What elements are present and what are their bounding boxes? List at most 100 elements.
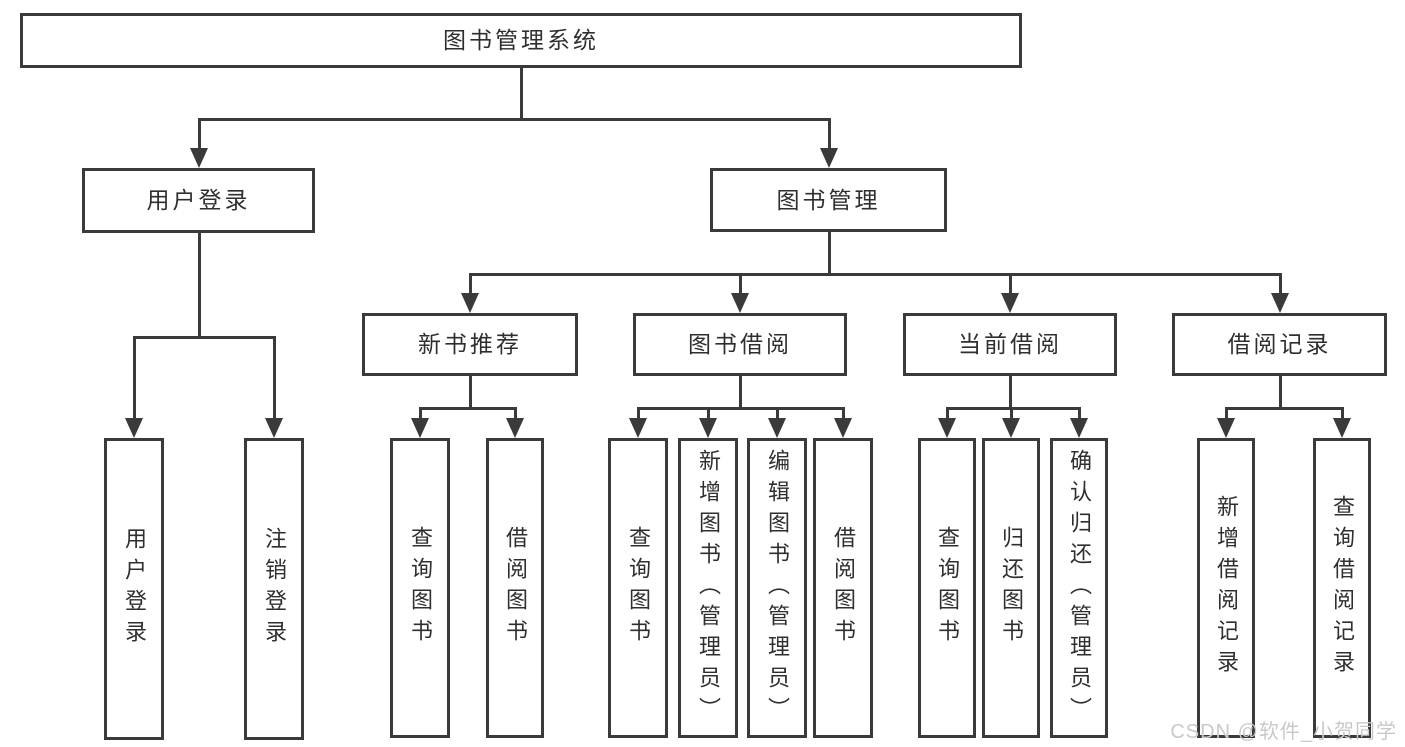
connector-line (198, 118, 523, 121)
connector-line (739, 407, 845, 410)
connector-line (637, 407, 640, 420)
arrowhead (834, 418, 852, 438)
connector-line (198, 118, 201, 150)
node-label-borrow-records: 借阅记录 (1227, 331, 1332, 357)
arrowhead (265, 418, 283, 438)
connector-line (469, 273, 831, 276)
node-borrow-records: 借阅记录 (1172, 313, 1387, 376)
node-label-leaf-add-record: 新增借阅记录 (1214, 495, 1239, 681)
connector-line (1009, 407, 1081, 410)
arrowhead (629, 418, 647, 438)
arrowhead (1271, 293, 1289, 313)
connector-line (842, 407, 845, 420)
connector-line (707, 407, 742, 410)
node-label-book-mgmt: 图书管理 (776, 186, 881, 213)
node-book-mgmt: 图书管理 (710, 168, 947, 232)
connector-line (739, 273, 742, 295)
arrowhead (1002, 418, 1020, 438)
connector-line (520, 67, 523, 119)
node-label-leaf-borrow-book-1: 借阅图书 (503, 526, 528, 650)
node-label-leaf-query-book-1: 查询图书 (408, 526, 433, 650)
arrowhead (820, 148, 838, 168)
node-leaf-logout: 注销登录 (244, 438, 304, 740)
connector-line (637, 407, 742, 410)
node-current-borrow: 当前借阅 (903, 313, 1117, 376)
connector-line (739, 375, 742, 408)
arrowhead (768, 418, 786, 438)
node-leaf-borrow-book-1: 借阅图书 (486, 438, 544, 738)
connector-line (828, 231, 831, 274)
connector-line (1225, 407, 1282, 410)
arrowhead (1001, 293, 1019, 313)
node-root: 图书管理系统 (20, 13, 1022, 68)
arrowhead (1217, 418, 1235, 438)
arrowhead (938, 418, 956, 438)
node-label-leaf-logout: 注销登录 (262, 527, 287, 651)
node-leaf-query-book-3: 查询图书 (918, 438, 976, 738)
node-leaf-edit-book: 编辑图书（管理员） (747, 438, 807, 738)
node-label-new-book-rec: 新书推荐 (418, 331, 522, 357)
connector-line (1010, 407, 1013, 420)
connector-line (776, 407, 779, 420)
watermark: CSDN @软件_小贺同学 (1170, 721, 1397, 743)
node-leaf-add-book: 新增图书（管理员） (678, 438, 738, 738)
connector-line (198, 232, 201, 337)
connector-line (133, 336, 201, 339)
arrowhead (731, 293, 749, 313)
connector-line (469, 407, 517, 410)
connector-line (1078, 407, 1081, 420)
node-label-root: 图书管理系统 (443, 27, 599, 53)
connector-line (1009, 375, 1012, 408)
node-leaf-add-record: 新增借阅记录 (1197, 438, 1255, 738)
arrowhead (699, 418, 717, 438)
arrowhead (1333, 418, 1351, 438)
connector-line (1279, 273, 1282, 295)
connector-line (946, 407, 949, 420)
node-leaf-query-book-1: 查询图书 (390, 438, 450, 738)
connector-line (1279, 407, 1344, 410)
node-label-leaf-query-book-3: 查询图书 (935, 526, 960, 650)
node-label-leaf-borrow-book-2: 借阅图书 (831, 526, 856, 650)
node-leaf-borrow-book-2: 借阅图书 (813, 438, 873, 738)
connector-line (739, 273, 831, 276)
node-label-leaf-query-book-2: 查询图书 (626, 526, 651, 650)
arrowhead (506, 418, 524, 438)
connector-line (828, 273, 1282, 276)
connector-line (419, 407, 422, 420)
node-new-book-rec: 新书推荐 (362, 313, 578, 376)
node-leaf-query-record: 查询借阅记录 (1313, 438, 1371, 738)
node-label-book-borrow: 图书借阅 (688, 331, 792, 357)
connector-line (707, 407, 710, 420)
connector-line (514, 407, 517, 420)
node-leaf-query-book-2: 查询图书 (608, 438, 668, 738)
connector-line (198, 336, 276, 339)
arrowhead (411, 418, 429, 438)
connector-line (419, 407, 472, 410)
arrowhead (190, 148, 208, 168)
connector-line (469, 375, 472, 408)
connector-line (1009, 273, 1012, 295)
connector-line (469, 273, 472, 295)
connector-line (133, 336, 136, 420)
node-label-leaf-add-book: 新增图书（管理员） (696, 448, 721, 728)
node-leaf-return-book: 归还图书 (982, 438, 1040, 738)
connector-line (1225, 407, 1228, 420)
node-label-leaf-user-login: 用户登录 (122, 527, 147, 651)
connector-line (273, 336, 276, 420)
arrowhead (461, 293, 479, 313)
node-label-leaf-edit-book: 编辑图书（管理员） (765, 448, 790, 728)
node-label-leaf-query-record: 查询借阅记录 (1330, 495, 1355, 681)
node-user-login: 用户登录 (82, 168, 315, 233)
connector-line (520, 118, 831, 121)
connector-line (828, 118, 831, 150)
node-label-leaf-return-book: 归还图书 (999, 526, 1024, 650)
connector-line (1279, 375, 1282, 408)
arrowhead (1070, 418, 1088, 438)
node-label-current-borrow: 当前借阅 (958, 331, 1062, 357)
connector-line (946, 407, 1012, 410)
arrowhead (125, 418, 143, 438)
node-leaf-confirm-return: 确认归还（管理员） (1050, 438, 1108, 738)
node-label-user-login: 用户登录 (146, 187, 251, 213)
connector-line (1341, 407, 1344, 420)
